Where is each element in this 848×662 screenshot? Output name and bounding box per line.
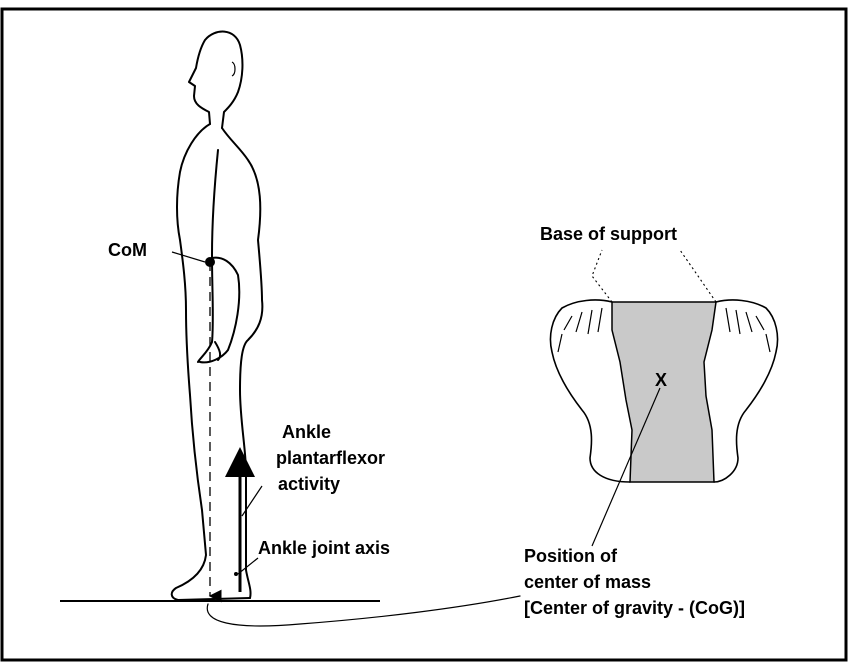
cog-x-marker: X	[655, 370, 667, 390]
label-ankle-activity-2: plantarflexor	[276, 448, 385, 468]
support-area	[612, 302, 716, 482]
ankle-axis-dot	[234, 572, 238, 576]
label-base-of-support: Base of support	[540, 224, 677, 244]
right-foot	[714, 300, 778, 482]
label-ankle-activity-1: Ankle	[282, 422, 331, 442]
com-leader	[172, 252, 205, 262]
base-leader-left	[592, 250, 612, 302]
base-of-support-figure	[550, 250, 777, 482]
human-figure	[172, 32, 263, 600]
label-ankle-joint-axis: Ankle joint axis	[258, 538, 390, 558]
label-position-1: Position of	[524, 546, 618, 566]
label-position-2: center of mass	[524, 572, 651, 592]
com-marker	[205, 257, 215, 267]
label-position-3: [Center of gravity - (CoG)]	[524, 598, 745, 618]
label-ankle-activity-3: activity	[278, 474, 340, 494]
figure-frame	[2, 9, 846, 660]
label-com: CoM	[108, 240, 147, 260]
base-leader-right	[680, 250, 716, 302]
